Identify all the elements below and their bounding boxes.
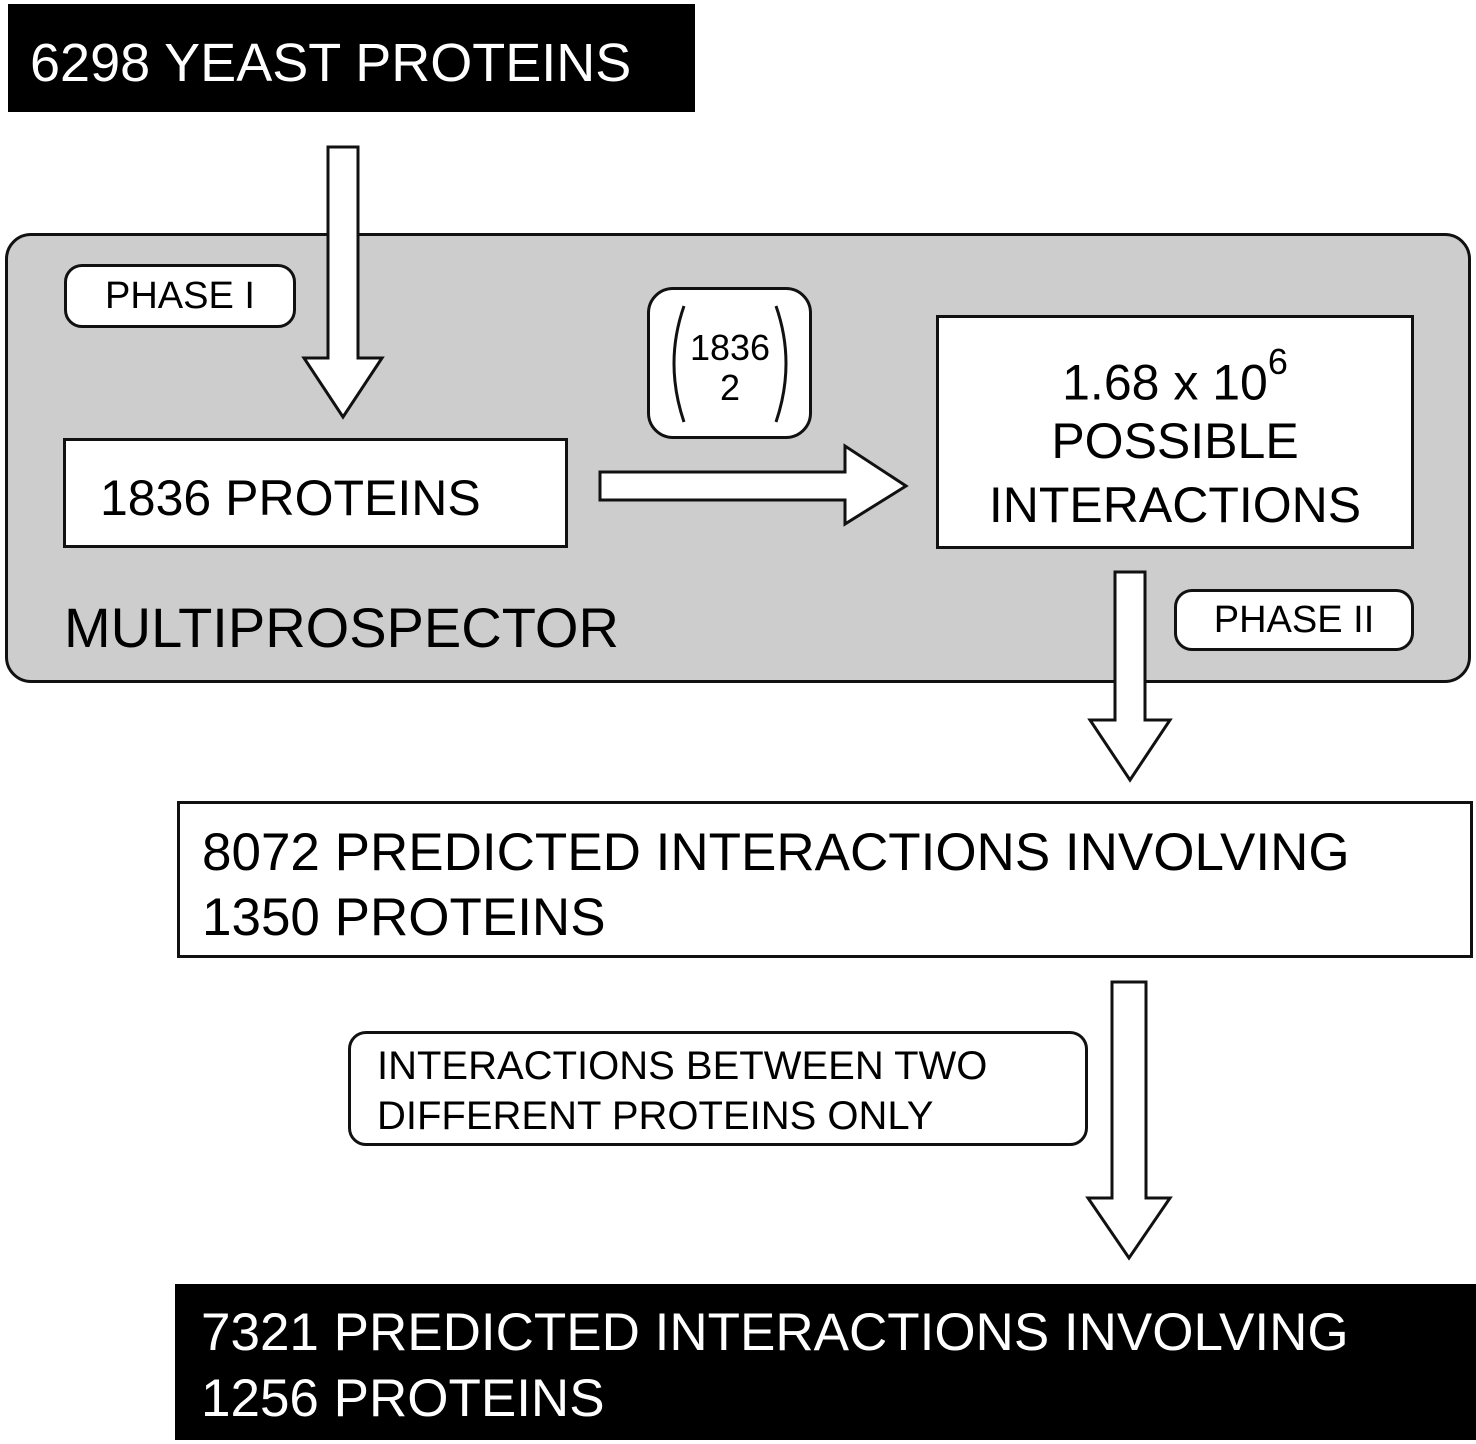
predicted-interactions-box: 8072 PREDICTED INTERACTIONS INVOLVING 13… <box>177 801 1473 958</box>
input-proteins-box: 6298 YEAST PROTEINS <box>8 4 695 112</box>
filter-note-line-1: INTERACTIONS BETWEEN TWO <box>377 1044 988 1088</box>
arrow-right-pairs <box>598 443 909 527</box>
arrow-down-filter <box>1085 980 1173 1261</box>
possible-count: 1.68 x 106 <box>939 344 1411 411</box>
predicted-line-2: 1350 PROTEINS <box>202 888 606 947</box>
interactions-label: INTERACTIONS <box>988 477 1362 533</box>
filtered-proteins-text: 1836 PROTEINS <box>100 470 481 526</box>
phase-2-text: PHASE II <box>1213 599 1375 641</box>
final-interactions-box: 7321 PREDICTED INTERACTIONS INVOLVING 12… <box>175 1284 1476 1440</box>
possible-count-base: 1.68 x 10 <box>1062 354 1268 411</box>
arrow-down-phase-2 <box>1087 570 1173 783</box>
input-proteins-text: 6298 YEAST PROTEINS <box>30 33 632 93</box>
binomial-brackets <box>672 305 788 423</box>
binomial-top: 1836 <box>689 327 771 368</box>
possible-count-exponent: 6 <box>1267 341 1288 382</box>
binomial-bottom: 2 <box>719 367 741 408</box>
possible-interactions-box: 1.68 x 106 POSSIBLE INTERACTIONS <box>936 315 1414 549</box>
binomial-coefficient-box: 1836 2 <box>647 287 812 439</box>
phase-1-text: PHASE I <box>105 275 255 317</box>
multiprospector-label: MULTIPROSPECTOR <box>64 596 619 659</box>
predicted-line-1: 8072 PREDICTED INTERACTIONS INVOLVING <box>202 823 1350 882</box>
final-line-1: 7321 PREDICTED INTERACTIONS INVOLVING <box>201 1303 1349 1362</box>
filter-note-box: INTERACTIONS BETWEEN TWO DIFFERENT PROTE… <box>348 1031 1088 1146</box>
filtered-proteins-box: 1836 PROTEINS <box>63 438 568 548</box>
final-line-2: 1256 PROTEINS <box>201 1369 605 1428</box>
phase-2-label: PHASE II <box>1174 589 1414 651</box>
filter-note-line-2: DIFFERENT PROTEINS ONLY <box>377 1094 934 1138</box>
arrow-down-phase-1 <box>301 145 385 420</box>
phase-1-label: PHASE I <box>64 264 296 328</box>
possible-label: POSSIBLE <box>1051 413 1299 469</box>
